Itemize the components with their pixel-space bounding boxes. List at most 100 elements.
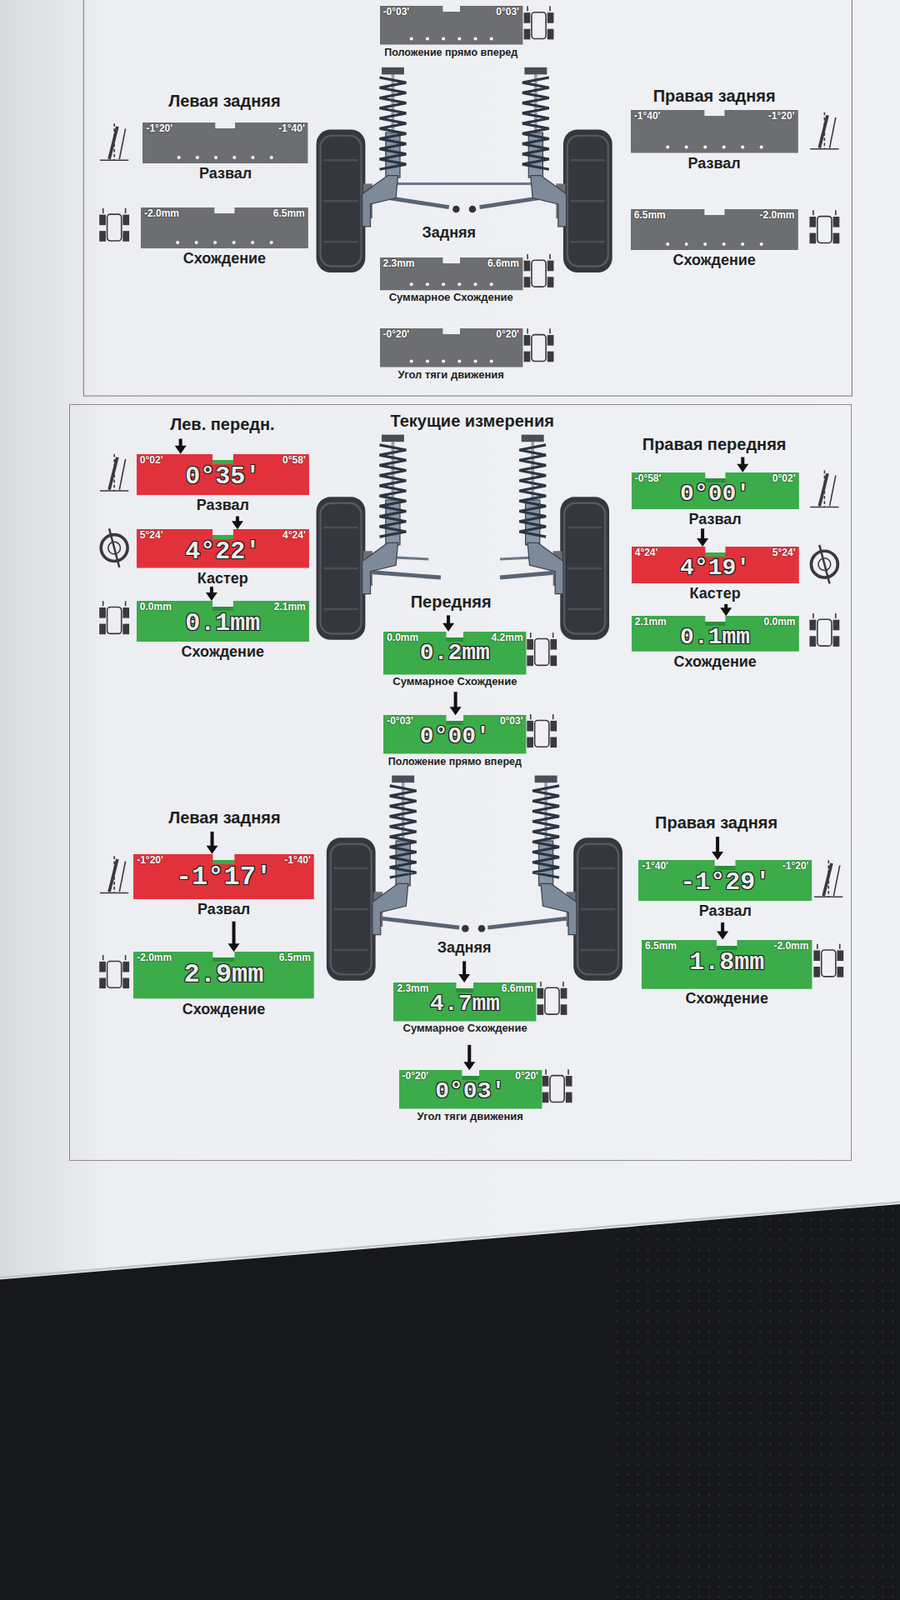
rear-spec-frame [83,0,852,396]
panel-title: Текущие измерения [390,411,555,431]
gauge-bar: -0°20'0°20'Угол тяги движения [380,328,523,368]
rear-suspension [326,775,623,981]
pointer-shaft [179,439,183,447]
gauge-caption: Кастер [690,585,741,603]
pointer-head [696,538,709,547]
gauge-caption: Суммарное Схождение [392,675,517,689]
gauge-scale [393,982,536,1022]
measured-value: 0°00' [420,725,490,749]
wheel-position-label: Левая задняя [168,808,280,828]
gauge-bar: 4°24'5°24'4°19'Кастер [631,546,800,584]
gauge-caption: Схождение [182,1000,265,1019]
measured-value: 4°19' [680,556,750,580]
range-max: 2.1mm [274,601,306,614]
range-min: 2.3mm [383,258,415,270]
gauge-caption: Схождение [183,250,266,268]
range-min: 6.5mm [634,210,666,222]
range-min: 5°24' [140,530,164,542]
scale-dot [425,37,429,41]
toe-icon [814,944,843,977]
pointer-shaft [720,922,725,933]
range-min: 0.0mm [386,632,419,645]
scale-dot [233,155,237,160]
gauge-caption: Развал [197,900,250,919]
pointer-head [442,623,455,632]
scale-dot [489,360,493,364]
scale-dot [441,37,445,41]
range-max: 0°03' [500,715,524,728]
seat-perforation [612,1205,900,1600]
scale-dot [409,282,413,286]
gauge-scale [630,209,799,250]
illustration-part [372,917,460,928]
scale-dot [473,360,477,364]
rear-suspension-spec [316,67,613,273]
toe-icon [527,632,556,665]
illustration-part [326,775,417,981]
scale-dot [721,145,725,150]
range-min: -1°20' [145,123,173,135]
gauge-scale [142,122,308,164]
scale-dot [740,242,745,246]
pointer-shaft [454,691,458,708]
gauge-scale [399,1070,542,1110]
measurement-panel: Текущие измерения0°02'0°58'0°35'Развал-0… [69,404,852,1162]
range-min: 2.3mm [396,983,429,995]
scale-dot [441,282,445,286]
gauge-bar: 6.5mm-2.0mmСхождение [630,209,799,250]
scale-dot [759,145,763,150]
gauge-scale [638,860,812,901]
range-max: 6.6mm [501,983,534,995]
gauge-scale [383,715,526,755]
illustration-part [487,917,577,928]
gauge-caption: Развал [699,902,752,920]
range-min: 0.0mm [140,601,172,614]
scale-dot [409,360,413,364]
toe-icon [100,208,129,241]
pointer-shaft [700,528,705,540]
pointer-head [450,706,462,715]
gauge-caption: Развал [688,155,741,173]
pointer-shaft [446,615,450,624]
scale-dot [270,155,274,160]
gauge-bar: 2.1mm0.0mm0.1mmСхождение [631,615,800,652]
front-suspension [316,435,610,640]
illustration-part [380,182,550,185]
pointer-shaft [740,457,745,465]
range-min: -1°40' [634,110,661,123]
pointer-head [175,445,187,455]
gauge-scale [136,600,310,642]
pointer-shaft [715,836,720,853]
gauge-bar: 5°24'4°24'4°22'Кастер [136,529,310,569]
range-max: 4.2mm [491,632,524,645]
scale-dot [232,240,236,245]
gauge-caption: Схождение [181,643,265,661]
range-max: 5°24' [772,547,796,560]
scale-dot [703,242,707,246]
gauge-bar: 2.3mm6.6mmСуммарное Схождение [380,257,523,290]
pointer-head [720,607,732,616]
range-max: 0°02' [772,473,796,485]
range-min: 2.1mm [635,616,667,629]
range-max: -1°20' [782,860,810,873]
toe-icon [100,955,129,988]
toe-icon [537,981,566,1015]
scale-dot [213,240,217,245]
range-min: 6.5mm [645,940,677,953]
pointer-shaft [232,921,236,945]
angle-icons [100,5,843,1102]
wheel-position-label: Задняя [421,224,476,242]
gauge-bar: -0°58'0°02'0°00'Развал [631,472,800,510]
measured-value: 0.1mm [185,610,260,636]
gauge-caption: Положение прямо вперед [384,46,518,59]
camber-icon [100,123,129,160]
camber-icon [810,470,839,507]
toe-icon [810,210,839,243]
gauge-caption: Угол тяги движения [398,369,505,382]
gauge-bar: -0°20'0°20'0°03'Угол тяги движения [399,1070,542,1110]
pointer-shaft [210,831,215,847]
pointer-head [228,943,240,952]
gauge-bar: -0°03'0°03'0°00'Положение прямо вперед [383,715,526,755]
pointer-head [711,851,724,860]
range-max: 0°03' [495,6,520,19]
